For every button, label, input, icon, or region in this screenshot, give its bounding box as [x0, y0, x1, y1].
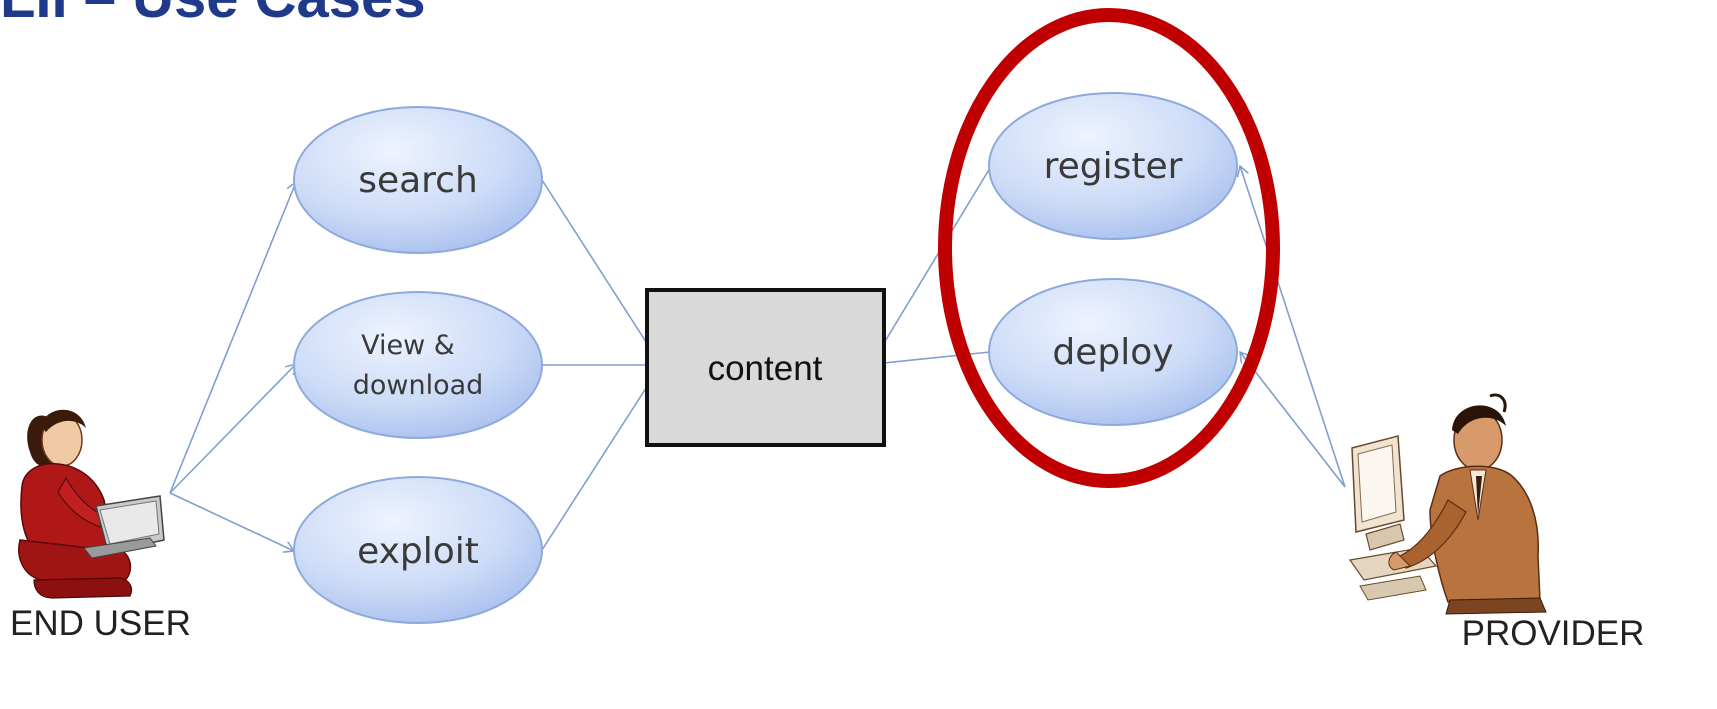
connector-user-view	[169, 364, 296, 494]
end-user-label: END USER	[10, 604, 191, 643]
use-case-search[interactable]: search	[293, 106, 543, 254]
use-case-view-download-line1: View &	[361, 330, 455, 361]
use-case-deploy-label: deploy	[1052, 332, 1173, 373]
use-case-view-download-line2: download	[353, 370, 484, 401]
use-case-view-download-shape	[293, 291, 543, 439]
connector-search-content	[541, 179, 649, 346]
woman-with-laptop-icon	[18, 409, 165, 599]
use-case-search-shape	[293, 106, 543, 254]
use-case-deploy[interactable]: deploy	[988, 278, 1238, 426]
highlight-ellipse	[938, 8, 1280, 488]
connector-user-exploit	[169, 492, 294, 551]
end-user-connectors	[169, 182, 296, 551]
man-at-computer-icon	[1348, 393, 1547, 615]
connector-user-search	[169, 182, 296, 494]
use-case-exploit-shape	[293, 476, 543, 624]
content-box[interactable]: content	[645, 288, 886, 447]
use-case-view-download[interactable]: View & download	[293, 291, 543, 439]
use-case-register-label: register	[1044, 146, 1183, 187]
content-box-label: content	[708, 349, 823, 388]
connector-exploit-content	[541, 384, 649, 551]
use-case-exploit[interactable]: exploit	[293, 476, 543, 624]
connector-content-register	[883, 167, 991, 344]
use-case-register[interactable]: register	[988, 92, 1238, 240]
content-connectors	[541, 167, 991, 551]
use-case-deploy-shape	[988, 278, 1238, 426]
provider-label: PROVIDER	[1462, 614, 1645, 653]
use-case-search-label: search	[358, 160, 478, 201]
use-case-exploit-label: exploit	[357, 531, 479, 572]
connector-provider-register	[1240, 166, 1346, 488]
use-case-register-shape	[988, 92, 1238, 240]
connector-content-deploy	[883, 351, 991, 364]
slide-title: LII – Use Cases	[0, 0, 426, 31]
content-box-shape	[645, 288, 886, 447]
provider-connectors	[1240, 166, 1346, 488]
connector-provider-deploy	[1240, 352, 1346, 488]
